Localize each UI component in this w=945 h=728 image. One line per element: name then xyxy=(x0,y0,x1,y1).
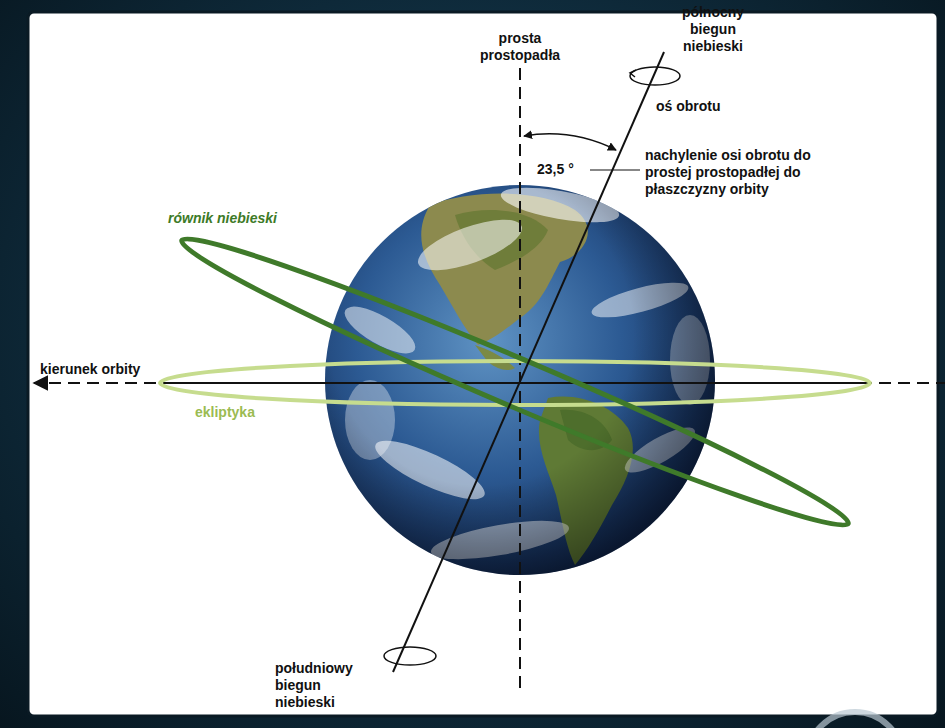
pole-rotation-arrow xyxy=(630,70,636,77)
axis-label: oś obrotu xyxy=(656,98,721,115)
angle-value: 23,5 ° xyxy=(537,161,574,178)
logo-fragment xyxy=(807,712,903,728)
angle-arc xyxy=(524,134,616,150)
pole-label: północny biegun niebieski xyxy=(673,4,753,55)
panel xyxy=(28,12,938,716)
pole-label: południowy biegun niebieski xyxy=(275,660,370,711)
celestial-equator-ellipse xyxy=(172,218,857,545)
pole-rotation-ring xyxy=(384,647,436,665)
rotation-axis xyxy=(393,52,664,672)
note-text: nachylenie osi obrotu do prostej prostop… xyxy=(645,147,835,198)
ecliptic-label: ekliptyka xyxy=(195,404,255,421)
direction-label: kierunek orbity xyxy=(40,361,140,378)
orbit-dashed-line xyxy=(860,382,945,384)
leader-line xyxy=(590,169,640,170)
pole-rotation-ring xyxy=(630,67,680,85)
orbit-solid-line xyxy=(175,382,860,384)
equator-label: równik niebieski xyxy=(168,210,277,227)
axis-label: prosta prostopadła xyxy=(470,30,570,64)
ecliptic-ellipse xyxy=(160,361,870,405)
orbit-arrow xyxy=(34,382,175,384)
